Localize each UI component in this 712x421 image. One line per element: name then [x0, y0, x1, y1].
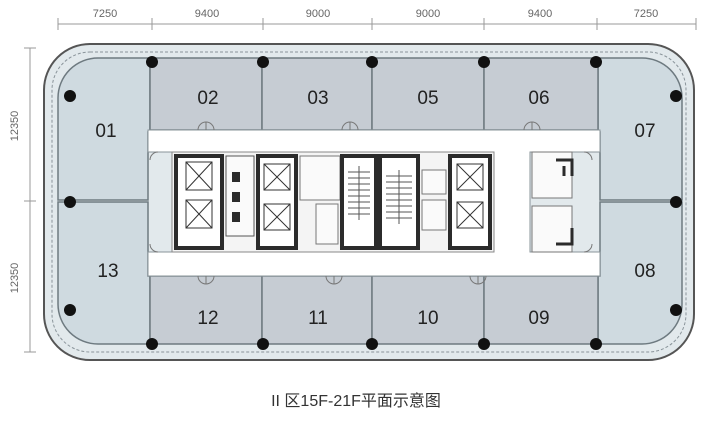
unit-label-07: 07	[634, 121, 655, 142]
unit-label-10: 10	[417, 308, 438, 329]
door-swings	[149, 121, 593, 285]
unit-label-08: 08	[634, 261, 655, 282]
dim-top-4: 9000	[416, 8, 440, 20]
elevator-bank-left	[174, 154, 224, 250]
unit-label-11: 11	[308, 308, 328, 329]
building-core	[171, 151, 495, 253]
dim-top-1: 7250	[93, 8, 117, 20]
unit-07-area	[597, 57, 683, 201]
dim-left-2: 12350	[9, 263, 21, 294]
dimension-lines	[24, 18, 697, 353]
unit-12-area	[149, 275, 263, 345]
unit-03-area	[261, 57, 373, 131]
unit-09-area	[483, 275, 599, 345]
plan-caption: II 区15F-21F平面示意图	[271, 391, 441, 410]
unit-label-05: 05	[417, 88, 438, 109]
dim-top-3: 9000	[306, 8, 330, 20]
building-facade-line	[51, 51, 687, 353]
dim-top-5: 9400	[528, 8, 552, 20]
dim-left-1: 12350	[9, 111, 21, 142]
unit-label-03: 03	[307, 88, 328, 109]
unit-label-01: 01	[95, 121, 116, 142]
dim-top-6: 7250	[634, 8, 658, 20]
unit-label-12: 12	[197, 308, 218, 329]
unit-label-06: 06	[528, 88, 549, 109]
unit-label-02: 02	[197, 88, 218, 109]
unit-05-area	[371, 57, 485, 131]
unit-label-09: 09	[528, 308, 549, 329]
unit-11-area	[261, 275, 373, 345]
unit-06-area	[483, 57, 599, 131]
unit-08-area	[597, 201, 683, 345]
unit-label-13: 13	[97, 261, 118, 282]
structural-columns	[64, 56, 682, 350]
dim-top-2: 9400	[195, 8, 219, 20]
